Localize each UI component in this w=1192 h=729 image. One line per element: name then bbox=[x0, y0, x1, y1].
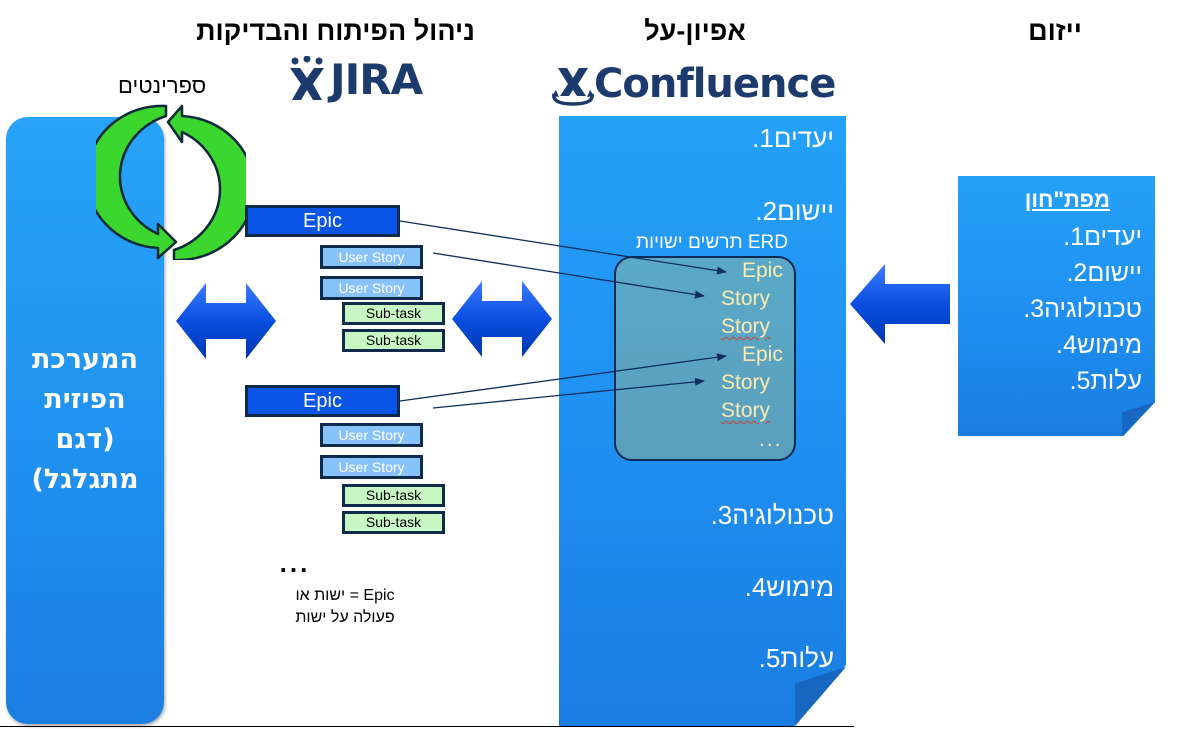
sub-task-box: Sub-task bbox=[342, 302, 445, 325]
entity-ellipsis: ... bbox=[759, 428, 783, 451]
entity-story: Story bbox=[721, 315, 771, 338]
entity-story: Story bbox=[721, 371, 771, 394]
user-story-box: User Story bbox=[320, 455, 423, 479]
confluence-figure-icon bbox=[552, 68, 594, 106]
item-number: 2. bbox=[1066, 259, 1088, 287]
item-label: טכנולוגיה bbox=[732, 500, 834, 530]
spec-item-cost: עלות5. bbox=[745, 643, 834, 674]
sprint-cycle-icon bbox=[96, 104, 246, 260]
init-item-cost: עלות5. bbox=[1056, 367, 1142, 396]
connector-story1 bbox=[432, 252, 705, 299]
entity-story: Story bbox=[721, 287, 771, 310]
sprints-label: ספרינטים bbox=[118, 73, 207, 98]
item-label: יישום bbox=[777, 196, 834, 226]
item-label: מימוש bbox=[766, 572, 834, 602]
jira-wordmark: JIRA bbox=[330, 55, 423, 104]
entity-epic: Epic bbox=[742, 259, 783, 282]
connector-epic1 bbox=[399, 220, 727, 275]
item-number: 5. bbox=[758, 643, 781, 673]
initiation-document bbox=[958, 176, 1155, 436]
heading-initiation: ייזום bbox=[1028, 16, 1082, 46]
confluence-wordmark: Confluence bbox=[594, 61, 836, 107]
item-number: 1. bbox=[752, 123, 774, 153]
erd-label: ERD תרשים ישויות bbox=[635, 232, 788, 253]
spec-item-goals: יעדים1. bbox=[738, 123, 834, 154]
item-label: טכנולוגיה bbox=[1044, 295, 1142, 323]
sub-task-box: Sub-task bbox=[342, 329, 445, 352]
item-label: עלות bbox=[780, 643, 834, 673]
heading-development: ניהול הפיתוח והבדיקות bbox=[196, 16, 475, 46]
item-label: עלות bbox=[1090, 367, 1142, 395]
initiation-doc-title: מפת"חון bbox=[1024, 187, 1110, 212]
user-story-box: User Story bbox=[320, 276, 423, 300]
epic-note-line1: Epic = ישות או bbox=[295, 587, 395, 604]
connector-epic2 bbox=[399, 353, 727, 402]
sub-task-box: Sub-task bbox=[342, 511, 445, 534]
item-label: מימוש bbox=[1076, 331, 1142, 359]
double-arrow-left-icon bbox=[176, 283, 276, 359]
item-label: יעדים bbox=[773, 123, 834, 153]
init-item-realization: מימוש4. bbox=[1042, 331, 1142, 360]
init-item-implementation: יישום2. bbox=[1052, 259, 1142, 288]
sub-task-box: Sub-task bbox=[342, 484, 445, 507]
jira-figure-icon bbox=[290, 56, 324, 100]
entity-story: Story bbox=[721, 399, 771, 422]
epic-box: Epic bbox=[245, 385, 400, 417]
spec-item-technology: טכנולוגיה3. bbox=[697, 500, 834, 531]
slide-bottom-border bbox=[0, 726, 854, 727]
arrow-left-icon bbox=[850, 264, 950, 344]
item-number: 1. bbox=[1063, 223, 1085, 251]
item-number: 2. bbox=[755, 196, 778, 226]
user-story-box: User Story bbox=[320, 423, 423, 447]
epic-note-line2: פעולה על ישות bbox=[295, 609, 395, 626]
item-label: יעדים bbox=[1084, 223, 1142, 251]
double-arrow-middle-icon bbox=[452, 281, 552, 357]
item-number: 5. bbox=[1069, 367, 1091, 395]
item-number: 3. bbox=[710, 500, 733, 530]
item-number: 3. bbox=[1023, 295, 1045, 323]
heading-specification: אפיון-על bbox=[644, 16, 746, 46]
physical-system-label: המערכת הפיזית (דגם מתגלגל) bbox=[31, 344, 139, 495]
item-number: 4. bbox=[1056, 331, 1077, 359]
connector-story2 bbox=[432, 377, 705, 409]
spec-item-realization: מימוש4. bbox=[731, 572, 834, 603]
item-label: יישום bbox=[1087, 259, 1142, 287]
more-ellipsis: ... bbox=[279, 548, 311, 578]
epic-box: Epic bbox=[245, 205, 400, 237]
item-number: 4. bbox=[744, 572, 767, 602]
init-item-technology: טכנולוגיה3. bbox=[1009, 295, 1142, 324]
init-item-goals: יעדים1. bbox=[1049, 223, 1142, 252]
user-story-box: User Story bbox=[320, 245, 423, 269]
entity-epic: Epic bbox=[742, 343, 783, 366]
spec-item-implementation: יישום2. bbox=[741, 196, 834, 227]
